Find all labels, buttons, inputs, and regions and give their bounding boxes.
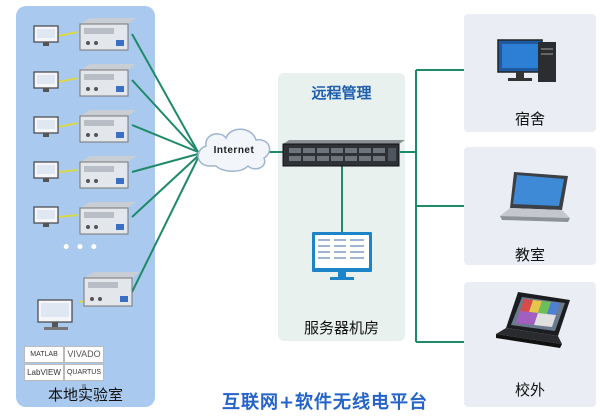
internet-cloud-icon [197,128,271,172]
desktop-computer-icon [497,39,556,82]
sdr-instrument-icons [79,18,140,307]
vivado-logo: VIVADO [64,346,104,363]
laptop-icon [500,172,570,222]
quartus-logo: QUARTUS II [64,364,104,391]
sdr-device-icon [79,110,136,143]
rack-server-icon [282,140,405,167]
local-cables [57,31,89,303]
sdr-device-icon [79,18,136,51]
internet-label: Internet [213,145,255,156]
lab-pc-icon [33,71,59,92]
classroom-label: 教室 [514,246,545,264]
lab-pc-icon [33,25,59,46]
dorm-panel [464,14,596,132]
remote-management-title: 远程管理 [311,84,372,102]
lab-pc-icon [37,299,73,330]
platform-title: 互联网+软件无线电平台 [221,392,429,413]
sdr-device-icon [79,202,136,235]
sdr-device-icon [79,64,136,97]
local-lab-label: 本地实验室 [47,386,123,404]
lab-pc-icon [33,161,59,182]
lab-to-internet-links [131,33,199,293]
lab-pc-icon [33,116,59,137]
server-room-label: 服务器机房 [303,319,379,337]
sdr-device-icon [79,156,136,189]
management-monitor-icon [312,232,372,280]
labview-logo: LabVIEW [24,364,64,381]
dorm-label: 宿舍 [514,110,545,128]
sdr-device-icon [83,272,140,307]
matlab-simulink-logo: MATLAB SIMULINK [24,346,64,373]
laptop-dark-icon [496,292,570,348]
server-to-clients-links [400,69,464,343]
off-campus-label: 校外 [514,381,545,399]
lab-pc-icons [33,25,73,330]
more-devices-ellipsis: • • • [61,240,99,256]
lab-pc-icon [33,206,59,227]
